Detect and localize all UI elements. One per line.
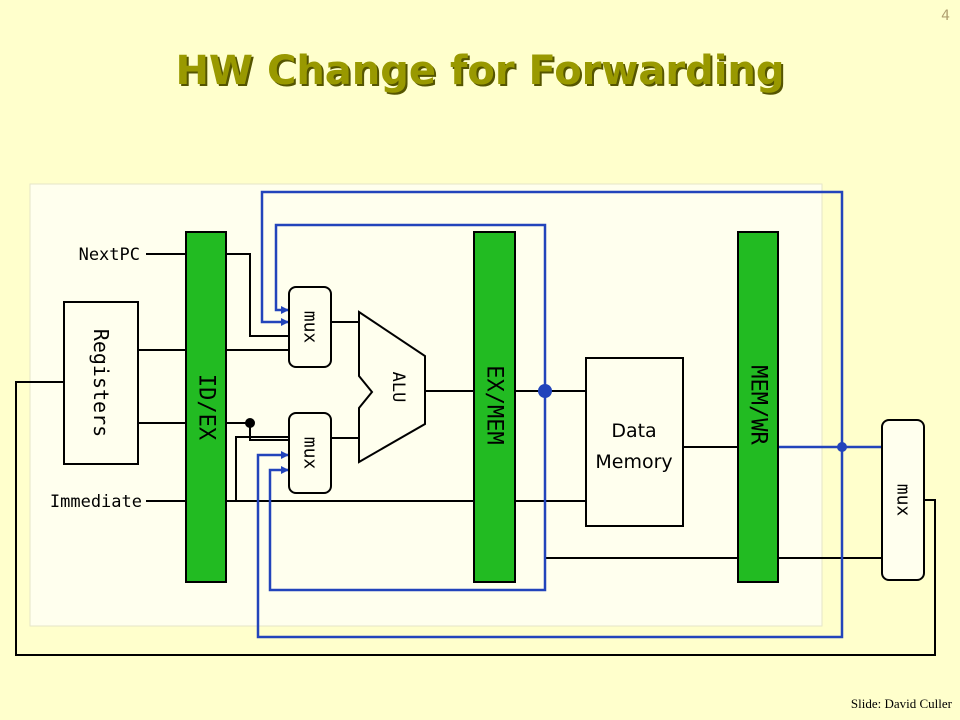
mux-b-label: mux <box>300 437 321 470</box>
ex-mem-label: EX/MEM <box>482 365 507 444</box>
data-memory <box>585 357 684 527</box>
slide-credit: Slide: David Culler <box>850 696 952 711</box>
slide-number: 4 <box>941 8 950 24</box>
mux-a <box>288 286 332 368</box>
registers-block <box>63 301 139 465</box>
mux-b <box>288 412 332 494</box>
registers-label: Registers <box>89 329 113 437</box>
data-memory-label-line1: Data <box>611 420 656 442</box>
alu-label: ALU <box>388 372 408 403</box>
mux-a-label: mux <box>300 311 321 344</box>
mux-writeback-label: mux <box>893 484 914 517</box>
mem-wr-register <box>737 231 779 583</box>
next-pc-label: NextPC <box>79 245 140 265</box>
data-memory-label-line2: Memory <box>595 451 672 473</box>
id-ex-register <box>185 231 227 583</box>
mux-writeback <box>881 419 925 581</box>
junction-dot-registers <box>245 418 255 428</box>
id-ex-label: ID/EX <box>194 374 219 441</box>
mem-wr-label: MEM/WR <box>746 365 771 445</box>
alu <box>358 310 426 464</box>
junction-dot-ex-mem <box>538 384 552 398</box>
junction-dot-mem-wr <box>837 442 847 452</box>
immediate-label: Immediate <box>50 492 142 512</box>
mux-input-arrows <box>281 306 289 474</box>
forwarding-paths <box>256 190 882 639</box>
slide-title: HW Change for Forwarding <box>175 48 785 94</box>
ex-mem-register <box>473 231 516 583</box>
